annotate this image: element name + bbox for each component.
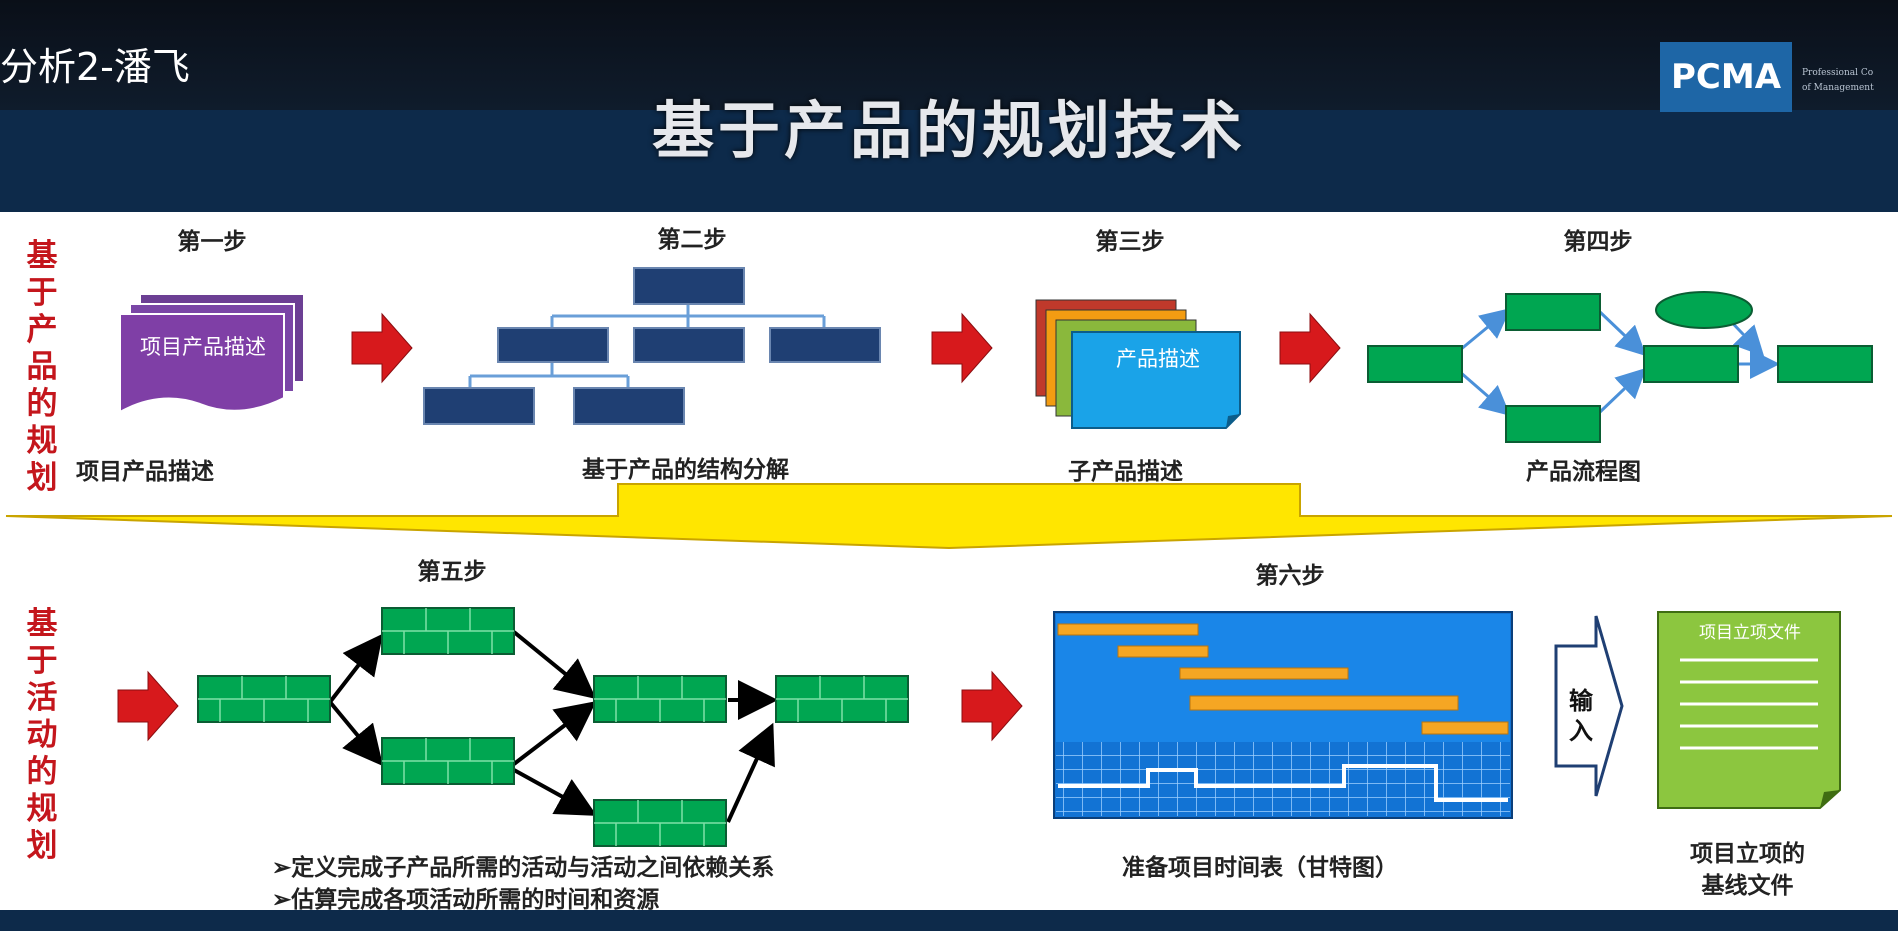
caption-project-product-desc: 项目产品描述 <box>76 458 214 485</box>
logo-subtext-line2: of Management <box>1802 83 1874 93</box>
step-3-heading: 第三步 <box>1095 228 1165 255</box>
pcma-logo: PCMA <box>1660 42 1792 112</box>
step-5-heading: 第五步 <box>417 558 487 585</box>
gantt-chart <box>1053 611 1513 819</box>
input-label: 输入 <box>1569 687 1593 745</box>
red-arrow-icon <box>931 312 993 384</box>
caption-baseline-line2: 基线文件 <box>1701 872 1794 899</box>
caption-product-flow: 产品流程图 <box>1526 458 1641 485</box>
step-2-heading: 第二步 <box>657 226 727 253</box>
red-arrow-icon <box>1279 312 1341 384</box>
caption-baseline-doc: 项目立项的 基线文件 <box>1690 838 1805 902</box>
caption-sub-product-desc: 子产品描述 <box>1068 458 1183 485</box>
baseline-document-icon <box>1657 611 1841 809</box>
red-arrow-icon <box>117 670 179 742</box>
video-title: 分析2-潘飞 <box>0 45 190 89</box>
project-product-desc-icon <box>119 293 305 414</box>
caption-baseline-line1: 项目立项的 <box>1690 840 1805 867</box>
sub-product-desc-text: 产品描述 <box>1116 347 1200 371</box>
logo-subtext-line1: Professional Co <box>1802 68 1874 78</box>
project-product-desc-text: 项目产品描述 <box>140 335 266 359</box>
product-breakdown-chart <box>468 304 826 388</box>
step-4-heading: 第四步 <box>1563 228 1633 255</box>
red-arrow-icon <box>351 312 413 384</box>
step-6-heading: 第六步 <box>1255 562 1325 589</box>
label-activity-planning: 基于活动的规划 <box>26 606 58 864</box>
red-arrow-icon <box>961 670 1023 742</box>
doc-title-text: 项目立项文件 <box>1699 623 1801 643</box>
caption-product-breakdown: 基于产品的结构分解 <box>582 456 789 483</box>
yellow-down-arrow <box>5 483 1893 550</box>
video-top-bar <box>0 0 1898 110</box>
activity-boxes <box>197 607 909 847</box>
bullet-list: ➢定义完成子产品所需的活动与活动之间依赖关系 ➢估算完成各项活动所需的时间和资源 <box>272 852 774 916</box>
input-arrow-icon <box>1554 615 1624 797</box>
logo-subtext: Professional Co of Management <box>1802 66 1898 96</box>
label-product-planning: 基于产品的规划 <box>26 238 58 496</box>
sub-product-cards <box>1035 299 1241 429</box>
bullet-item: ➢估算完成各项活动所需的时间和资源 <box>272 886 660 913</box>
step-1-heading: 第一步 <box>177 228 247 255</box>
bullet-item: ➢定义完成子产品所需的活动与活动之间依赖关系 <box>272 854 775 881</box>
footer-bar <box>0 910 1898 931</box>
slide-title: 基于产品的规划技术 <box>651 94 1246 167</box>
caption-gantt: 准备项目时间表（甘特图） <box>1122 854 1398 881</box>
